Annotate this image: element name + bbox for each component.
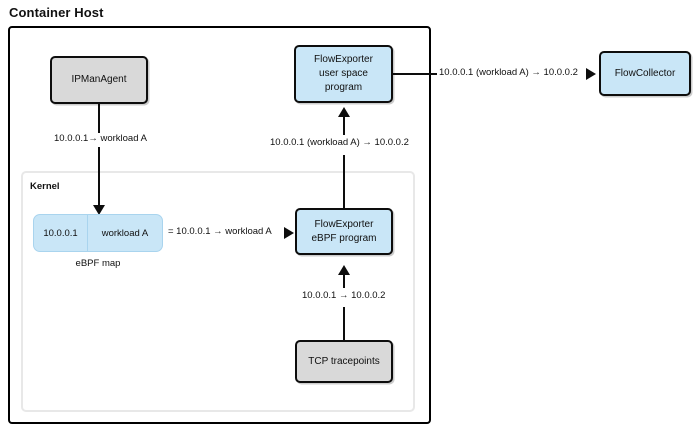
node-flowexporter-userspace[interactable]: FlowExporter user space program (294, 45, 393, 103)
kernel-label: Kernel (30, 181, 60, 192)
edge-label-ebpf-to-userspace: 10.0.0.1 (workload A) → 10.0.0.2 (268, 137, 411, 149)
edge-ipmanagent-to-map-lower (98, 147, 101, 208)
edge-label-map-to-ebpf: = 10.0.0.1 → workload A (166, 226, 274, 238)
node-tcp-tracepoints[interactable]: TCP tracepoints (295, 340, 393, 383)
edge-ebpf-to-userspace-upper (343, 117, 346, 135)
edge-tracepoints-to-ebpf-lower (343, 307, 346, 340)
edge-label-tracepoints-to-ebpf: 10.0.0.1 → 10.0.0.2 (300, 290, 388, 302)
edge-userspace-to-collector (393, 73, 443, 76)
ebpf-map-caption: eBPF map (75, 258, 121, 269)
node-ipmanagent-label: IPManAgent (71, 74, 127, 85)
edge-label-userspace-to-collector: 10.0.0.1 (workload A) → 10.0.0.2 (437, 67, 580, 79)
node-ipmanagent[interactable]: IPManAgent (50, 56, 148, 104)
arrowhead-ebpf-to-userspace (337, 107, 350, 117)
container-host-title: Container Host (9, 5, 104, 20)
ebpf-map-value: workload A (101, 227, 149, 239)
edge-ebpf-to-userspace-lower (343, 155, 346, 208)
node-flowcollector[interactable]: FlowCollector (599, 51, 691, 96)
edge-ipmanagent-to-map-upper (98, 104, 101, 136)
container-host-boundary (8, 26, 431, 424)
edge-tracepoints-to-ebpf-upper (343, 275, 346, 288)
node-flowexporter-ebpf-line1: FlowExporter (314, 218, 374, 230)
node-flowcollector-label: FlowCollector (614, 67, 676, 79)
node-flowexporter-userspace-line1: FlowExporter (314, 54, 373, 65)
node-flowexporter-userspace-line3: program (324, 82, 363, 93)
arrowhead-userspace-to-collector (586, 67, 596, 80)
arrowhead-map-to-ebpf (284, 226, 294, 239)
arrowhead-tracepoints-to-ebpf (337, 265, 350, 275)
node-flowexporter-ebpf-line2: eBPF program (311, 232, 377, 244)
edge-label-ipmanagent-to-map: 10.0.0.1→ workload A (52, 133, 149, 145)
node-flowexporter-ebpf[interactable]: FlowExporter eBPF program (295, 208, 393, 255)
kernel-boundary (21, 171, 415, 412)
ebpf-map-key: 10.0.0.1 (34, 215, 88, 251)
node-flowexporter-userspace-line2: user space (319, 68, 368, 79)
arrowhead-ipmanagent-to-map (92, 205, 105, 215)
node-ebpf-map[interactable]: 10.0.0.1 workload A (33, 214, 163, 252)
node-tcp-tracepoints-label: TCP tracepoints (308, 355, 380, 367)
